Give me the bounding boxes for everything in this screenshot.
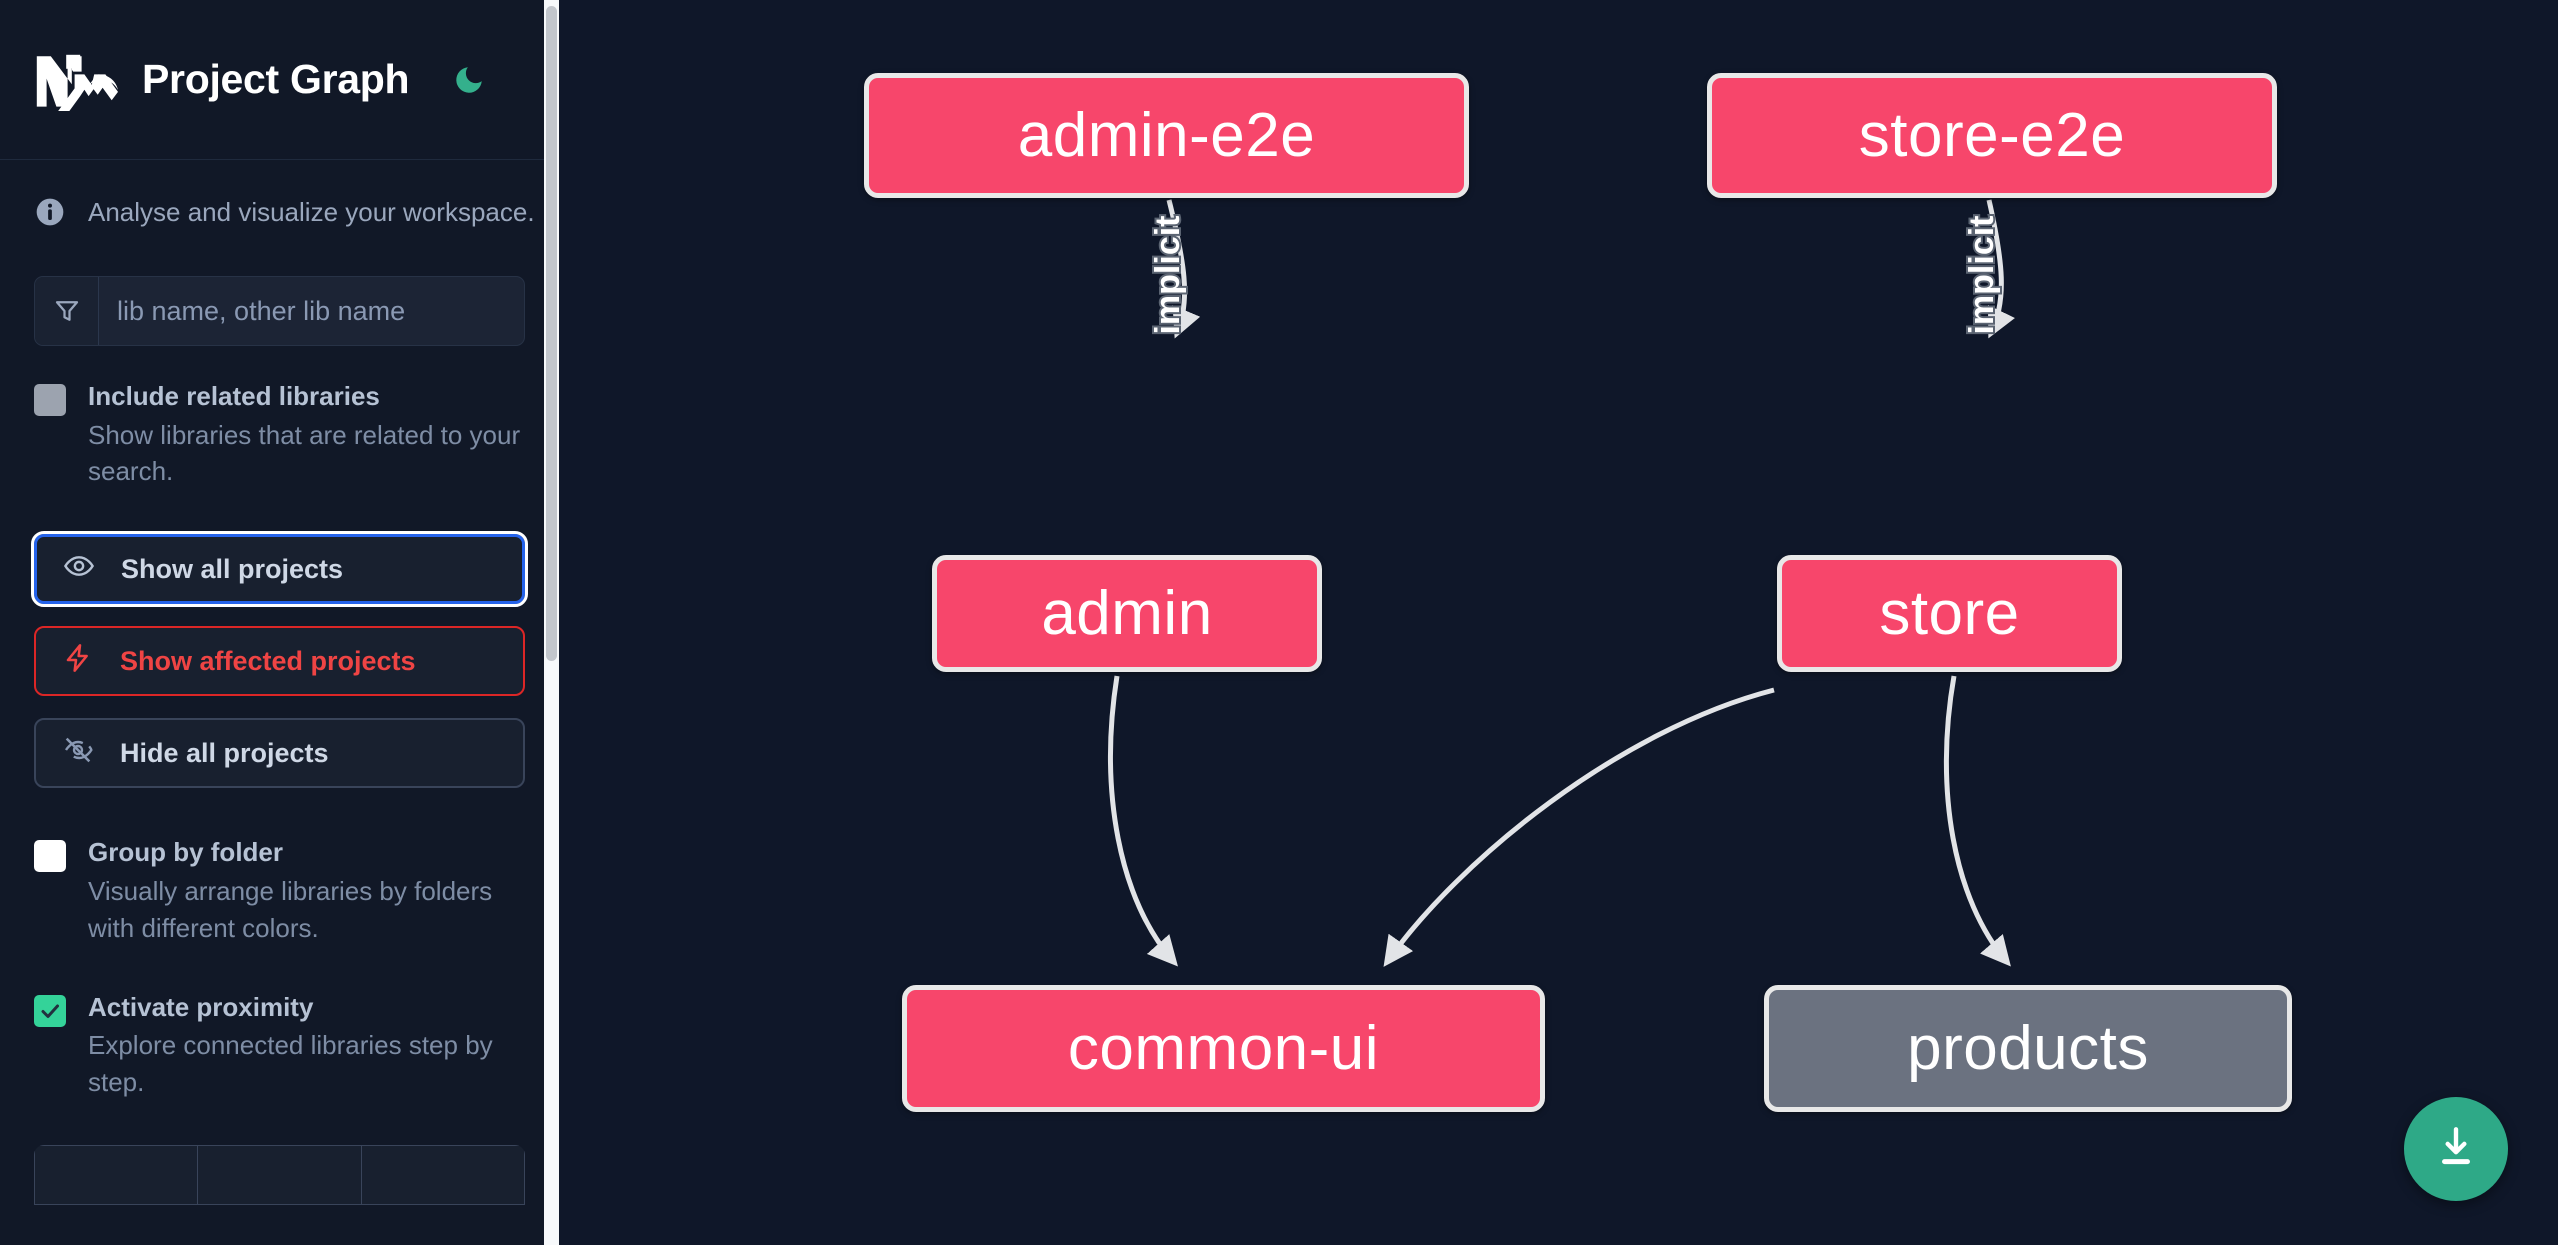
nx-logo-icon bbox=[34, 49, 118, 111]
sidebar-body: Include related libraries Show libraries… bbox=[0, 276, 559, 1205]
show-all-projects-label: Show all projects bbox=[121, 553, 344, 584]
graph-node-common-ui-label: common-ui bbox=[1067, 1014, 1380, 1083]
graph-node-store-e2e[interactable]: store-e2e bbox=[1707, 73, 2277, 198]
checkbox-group-by-folder-description: Visually arrange libraries by folders wi… bbox=[88, 875, 493, 943]
checkbox-activate-proximity[interactable]: Activate proximity Explore connected lib… bbox=[34, 991, 525, 1101]
sidebar-scrollbar[interactable] bbox=[544, 0, 559, 1245]
graph-node-products-label: products bbox=[1907, 1014, 2149, 1083]
checkbox-include-related-libraries-box[interactable] bbox=[34, 384, 66, 416]
eye-off-icon bbox=[62, 734, 94, 773]
page-title: Project Graph bbox=[142, 56, 410, 102]
graph-edges: implicit implicit bbox=[1108, 199, 2015, 967]
graph-node-common-ui[interactable]: common-ui bbox=[902, 985, 1545, 1112]
sidebar-tagline: Analyse and visualize your workspace. bbox=[0, 160, 559, 228]
graph-node-store-e2e-label: store-e2e bbox=[1858, 101, 2126, 170]
edge-label-implicit-store: implicit bbox=[1963, 215, 2001, 334]
sidebar-scrollbar-thumb[interactable] bbox=[546, 6, 557, 661]
filter-row bbox=[34, 276, 525, 346]
checkbox-group-by-folder[interactable]: Group by folder Visually arrange librari… bbox=[34, 836, 525, 946]
graph-node-store-label: store bbox=[1879, 579, 2020, 648]
checkbox-activate-proximity-label: Activate proximity bbox=[88, 991, 314, 1022]
show-affected-projects-button[interactable]: Show affected projects bbox=[34, 626, 525, 697]
hide-all-projects-button[interactable]: Hide all projects bbox=[34, 718, 525, 789]
graph-node-admin[interactable]: admin bbox=[932, 555, 1322, 672]
hide-all-projects-label: Hide all projects bbox=[120, 737, 329, 768]
edge-label-implicit-admin: implicit bbox=[1149, 215, 1187, 334]
graph-canvas[interactable]: implicit implicit admin-e2e store-e2e ad… bbox=[559, 0, 2558, 1245]
checkbox-group-by-folder-box[interactable] bbox=[34, 840, 66, 873]
sidebar: Project Graph Analyse and visualize your… bbox=[0, 0, 559, 1245]
graph-node-admin-label: admin bbox=[1041, 579, 1213, 648]
lightning-icon bbox=[62, 642, 94, 681]
checkbox-activate-proximity-box[interactable] bbox=[34, 994, 66, 1027]
graph-node-admin-e2e-label: admin-e2e bbox=[1017, 101, 1316, 170]
sidebar-header: Project Graph bbox=[0, 0, 559, 160]
checkbox-include-related-libraries-label: Include related libraries bbox=[88, 381, 380, 411]
sidebar-tagline-text: Analyse and visualize your workspace. bbox=[88, 196, 535, 227]
moon-icon[interactable] bbox=[447, 58, 491, 102]
graph-node-admin-e2e[interactable]: admin-e2e bbox=[864, 73, 1469, 198]
checkbox-include-related-libraries[interactable]: Include related libraries Show libraries… bbox=[34, 380, 525, 490]
search-input[interactable] bbox=[99, 277, 524, 345]
proximity-step-button-2[interactable] bbox=[198, 1144, 362, 1205]
project-visibility-buttons: Show all projects Show affected projects bbox=[31, 531, 528, 789]
checkbox-include-related-libraries-description: Show libraries that are related to your … bbox=[88, 419, 521, 487]
proximity-step-button-1[interactable] bbox=[34, 1144, 199, 1205]
info-icon bbox=[34, 196, 66, 228]
download-button[interactable] bbox=[2404, 1097, 2508, 1201]
show-affected-projects-label: Show affected projects bbox=[120, 645, 416, 676]
checkbox-group-by-folder-label: Group by folder bbox=[88, 837, 283, 868]
proximity-step-buttons[interactable] bbox=[34, 1144, 525, 1205]
funnel-icon bbox=[35, 277, 99, 345]
checkbox-activate-proximity-description: Explore connected libraries step by step… bbox=[88, 1030, 493, 1098]
show-all-projects-button[interactable]: Show all projects bbox=[31, 531, 528, 608]
graph-node-products[interactable]: products bbox=[1764, 985, 2292, 1112]
download-icon bbox=[2431, 1122, 2481, 1177]
eye-icon bbox=[63, 550, 95, 589]
proximity-step-button-3[interactable] bbox=[361, 1144, 525, 1205]
graph-node-store[interactable]: store bbox=[1777, 555, 2122, 672]
